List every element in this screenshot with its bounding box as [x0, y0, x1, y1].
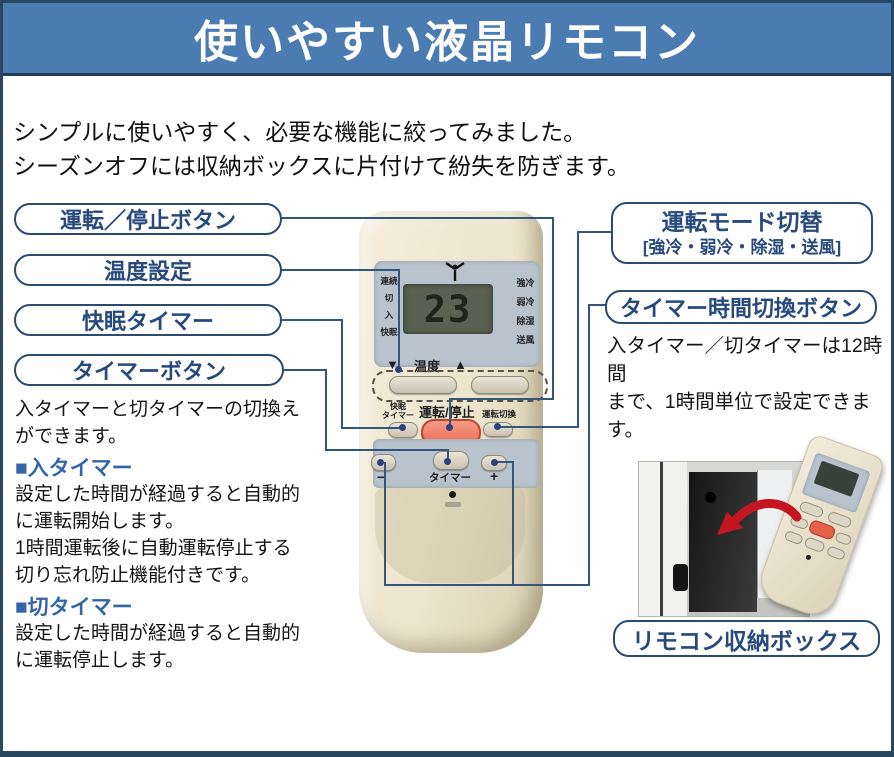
connector-power-v1 — [552, 217, 554, 400]
timer-time-switch-text: 入タイマー／切タイマーは12時間 まで、1時間単位で設定できます。 — [607, 335, 883, 441]
storage-opening — [689, 472, 757, 612]
sleep-timer-button-label: 快眠 タイマー — [382, 402, 414, 420]
indicator-on: 入 — [384, 310, 394, 320]
timer-plus-label: + — [490, 468, 499, 484]
indicator-weak-cool: 弱冷 — [516, 297, 535, 307]
callout-temperature-setting-label: 温度設定 — [103, 259, 192, 284]
connector-tswitch-h2 — [384, 584, 590, 586]
callout-power-button: 運転／停止ボタン — [14, 203, 282, 235]
insert-arrow-icon — [717, 499, 802, 535]
indicator-fan: 送風 — [516, 335, 535, 345]
connector-timer-h2 — [325, 449, 448, 451]
power-button-label: 運転/停止 — [419, 405, 475, 420]
connector-power-h2 — [449, 398, 554, 400]
appliance-edge — [639, 462, 687, 616]
connector-tswitch-minus-dot — [377, 459, 384, 466]
connector-power-v2 — [449, 398, 451, 426]
temp-up-button — [471, 376, 529, 394]
connector-timer-h1 — [282, 369, 327, 371]
connector-tswitch-plus-dot — [491, 459, 498, 466]
reset-label-mark — [445, 502, 461, 507]
on-timer-text: 設定した時間が経過すると自動的 に運転開始します。 1時間運転後に自動運転停止す… — [15, 484, 301, 586]
timer-intro-text: 入タイマーと切タイマーの切換え ができます。 — [15, 399, 301, 447]
connector-sleep-v1 — [341, 319, 343, 429]
remote-display-panel: 23 連続 切 入 快眠 強冷 弱冷 除湿 送風 — [374, 261, 540, 367]
temp-buttons-outline — [372, 370, 548, 402]
intro-line-1: シンプルに使いやすく、必要な機能に絞ってみました。 — [13, 119, 587, 145]
intro-line-2: シーズンオフには収納ボックスに片付けて紛失を防ぎます。 — [13, 153, 630, 179]
intro-paragraph: シンプルに使いやすく、必要な機能に絞ってみました。 シーズンオフには収納ボックス… — [13, 115, 630, 183]
temp-up-icon: ▲ — [454, 357, 467, 372]
stored-remote-button — [825, 545, 847, 561]
remote-control: 23 連続 切 入 快眠 強冷 弱冷 除湿 送風 ▼ 温度 ▲ 快眠 タイマー … — [359, 211, 548, 653]
callout-timer-time-switch-label: タイマー時間切換ボタン — [619, 296, 862, 321]
connector-mode-h2 — [498, 426, 579, 428]
connector-tswitch-v1 — [588, 304, 590, 586]
temp-down-button — [389, 376, 457, 394]
stored-remote-reset — [805, 554, 812, 561]
reset-hole — [449, 491, 456, 498]
callout-mode-switch-title: 運転モード切替 — [661, 208, 823, 235]
timer-minus-label: − — [377, 469, 386, 485]
callout-storage-box: リモコン収納ボックス — [613, 620, 880, 657]
appliance-edge-line — [660, 462, 663, 616]
connector-tswitch-h3 — [497, 461, 514, 463]
mode-button-label: 運転切換 — [482, 409, 517, 419]
connector-sleep-h2 — [341, 427, 400, 429]
indicator-sleep: 快眠 — [380, 327, 398, 337]
indicator-continuous: 連続 — [380, 276, 398, 286]
indicator-off: 切 — [384, 293, 394, 303]
connector-sleep-h1 — [282, 319, 343, 321]
connector-temp-v1 — [398, 269, 400, 370]
callout-power-button-label: 運転／停止ボタン — [59, 208, 236, 233]
indicator-dehumidify: 除湿 — [516, 316, 535, 326]
callout-timer-time-switch: タイマー時間切換ボタン — [605, 290, 877, 324]
connector-tswitch-v3 — [512, 461, 514, 586]
timer-button — [433, 451, 469, 470]
stored-remote-button — [803, 536, 826, 554]
storage-latch — [673, 564, 688, 591]
callout-mode-switch-subtitle: [強冷・弱冷・除湿・送風] — [642, 237, 842, 257]
connector-temp-dot — [395, 366, 402, 373]
page-title: 使いやすい液晶リモコン — [194, 18, 700, 67]
callout-sleep-timer-label: 快眠タイマー — [81, 309, 214, 334]
callout-timer-button-label: タイマーボタン — [71, 359, 226, 384]
connector-mode-v1 — [577, 231, 579, 428]
connector-timer-v2 — [447, 449, 449, 460]
connector-timer-v1 — [325, 369, 327, 451]
indicator-strong-cool: 強冷 — [516, 278, 535, 288]
connector-sleep-dot — [399, 424, 406, 431]
stored-remote-button — [834, 531, 853, 547]
on-timer-heading: ■入タイマー — [15, 457, 133, 480]
callout-temperature-setting: 温度設定 — [14, 254, 282, 286]
off-timer-text: 設定した時間が経過すると自動的 に運転停止します。 — [15, 623, 301, 671]
connector-mode-dot — [494, 423, 501, 430]
connector-tswitch-v2 — [384, 462, 386, 586]
connector-mode-h1 — [577, 231, 615, 233]
connector-power-dot — [446, 424, 453, 431]
off-timer-heading: ■切タイマー — [15, 596, 133, 619]
lcd-right-indicators: 強冷 弱冷 除湿 送風 — [512, 274, 539, 350]
title-banner: 使いやすい液晶リモコン — [3, 3, 891, 76]
connector-power-h1 — [282, 217, 554, 219]
callout-mode-switch: 運転モード切替 [強冷・弱冷・除湿・送風] — [611, 202, 873, 264]
lcd-display: 23 — [403, 284, 493, 334]
storage-hole — [705, 492, 716, 503]
timer-panel-label: タイマー — [429, 472, 471, 484]
connector-temp-h1 — [282, 269, 400, 271]
connector-timer-dot — [444, 458, 451, 465]
connector-tswitch-h1 — [588, 304, 615, 306]
callout-timer-button: タイマーボタン — [14, 354, 284, 386]
callout-sleep-timer: 快眠タイマー — [14, 304, 282, 336]
lcd-left-indicators: 連続 切 入 快眠 — [376, 273, 402, 341]
callout-storage-box-label: リモコン収納ボックス — [631, 627, 862, 654]
signal-icon — [445, 262, 465, 281]
